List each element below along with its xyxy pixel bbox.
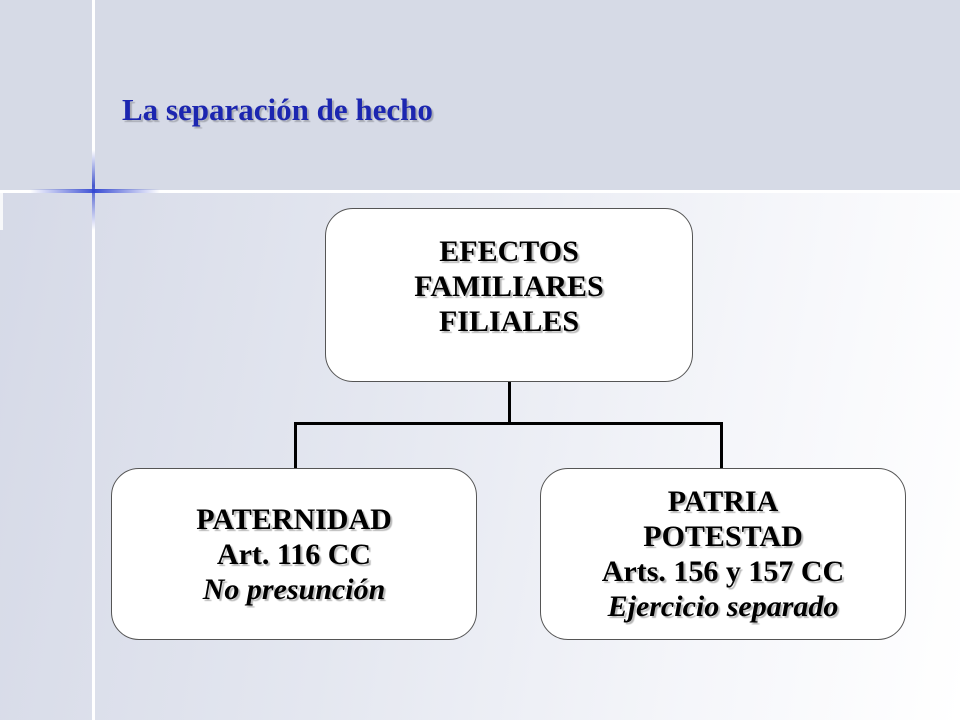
header-band: [0, 0, 960, 192]
paternidad-article: Art. 116 CC: [216, 537, 372, 571]
patria-potestad-title-line-2: POTESTAD: [643, 520, 803, 553]
diagram-node-paternidad: PATERNIDAD Art. 116 CC No presunción: [111, 468, 477, 640]
paternidad-note: No presunción: [202, 572, 386, 606]
root-line-2: FAMILIARES: [414, 269, 604, 303]
paternidad-title: PATERNIDAD: [196, 502, 392, 536]
patria-potestad-article: Arts. 156 y 157 CC: [601, 555, 845, 588]
patria-potestad-note: Ejercicio separado: [607, 590, 839, 623]
connector-right-drop: [720, 422, 723, 468]
root-line-1: EFECTOS: [439, 234, 579, 268]
diagram-node-root: EFECTOS FAMILIARES FILIALES: [325, 208, 693, 382]
decorative-blue-horizontal-accent: [30, 189, 160, 193]
connector-horizontal-bar: [294, 422, 723, 425]
decorative-horizontal-line: [0, 190, 960, 193]
diagram-node-patria-potestad: PATRIA POTESTAD Arts. 156 y 157 CC Ejerc…: [540, 468, 906, 640]
decorative-vertical-line: [92, 0, 95, 720]
root-line-3: FILIALES: [438, 304, 580, 338]
slide-title: La separación de hecho: [122, 92, 433, 127]
connector-left-drop: [294, 422, 297, 468]
connector-root-stem: [508, 382, 511, 424]
decorative-left-stub: [0, 190, 3, 230]
patria-potestad-title-line-1: PATRIA: [667, 485, 779, 518]
